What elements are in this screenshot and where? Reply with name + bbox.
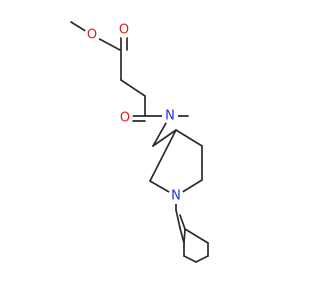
bond-ch2-ch2 — [120, 79, 146, 97]
atom-o-methoxy: O — [84, 27, 100, 43]
bond-aryl-1-2 — [183, 228, 186, 244]
bond-ethyl-ch2-ch2 — [175, 209, 181, 229]
bond-aryl-6-5 — [183, 255, 197, 263]
molecule-canvas: O O O N N — [70, 21, 209, 263]
atom-o-methoxy-label: O — [87, 28, 97, 43]
bond-ring-c3-c4 — [175, 129, 203, 147]
bond-aryl-5-4 — [195, 255, 209, 263]
atom-n-piperidine-label: N — [171, 189, 181, 204]
bond-ch2-ring-c3 — [152, 129, 177, 147]
atom-n-amide: N — [162, 108, 178, 124]
bonds — [70, 21, 209, 263]
bond-aryl-3-2 — [184, 228, 209, 244]
atom-o-ester-carbonyl-label: O — [119, 23, 129, 38]
atom-o-ester-carbonyl: O — [116, 22, 132, 38]
atoms: O O O N N — [84, 22, 184, 204]
atom-n-piperidine: N — [168, 188, 184, 204]
atom-o-amide-carbonyl-label: O — [120, 111, 130, 126]
molecule-structure: O O O N N — [70, 21, 209, 263]
atom-o-amide-carbonyl: O — [117, 110, 133, 126]
bond-aryl-2-methyl — [179, 214, 186, 230]
bond-ring-c2-c3 — [149, 129, 177, 182]
atom-n-amide-label: N — [165, 109, 175, 124]
